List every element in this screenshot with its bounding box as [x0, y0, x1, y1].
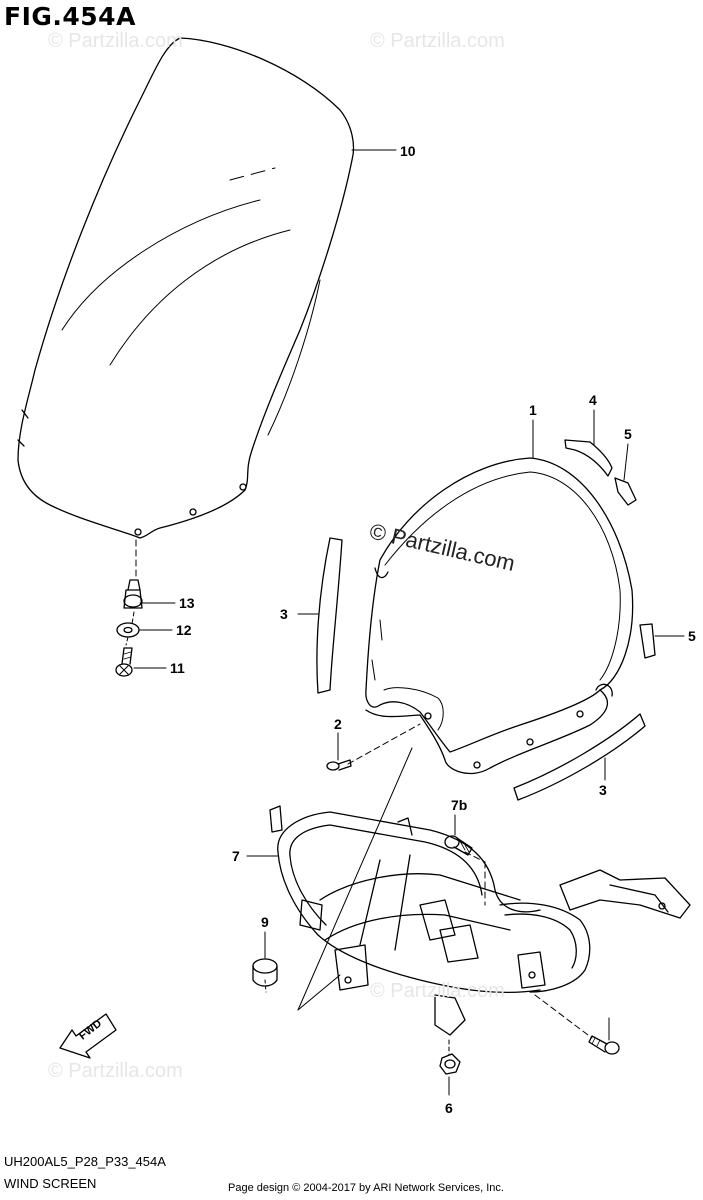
bolt-7-lower[interactable]: [589, 1036, 619, 1054]
leader-lines: [126, 150, 684, 1095]
callout-3-bottom[interactable]: 3: [599, 782, 607, 798]
model-code: UH200AL5_P28_P33_454A: [4, 1154, 166, 1169]
callout-9[interactable]: 9: [261, 914, 269, 930]
callout-5-right[interactable]: 5: [688, 628, 696, 644]
callout-11[interactable]: 11: [170, 660, 185, 676]
figure-title: FIG.454A: [4, 2, 136, 31]
nut-8[interactable]: [440, 1054, 460, 1074]
callout-13[interactable]: 13: [179, 595, 195, 611]
cushion-5-right[interactable]: [640, 624, 655, 658]
windscreen-part[interactable]: [18, 38, 354, 538]
side-trim-strip-3-bottom[interactable]: [514, 714, 645, 800]
callout-5-upper[interactable]: 5: [624, 426, 632, 442]
watermark: © Partzilla.com: [48, 1060, 183, 1082]
callout-6[interactable]: 7: [232, 848, 240, 864]
nut-13[interactable]: [124, 580, 142, 608]
callout-1[interactable]: 1: [529, 402, 537, 418]
side-trim-strip-3-left[interactable]: [317, 538, 342, 693]
top-trim-strip-4[interactable]: [565, 440, 612, 476]
fwd-arrow-icon: [60, 1014, 116, 1058]
callout-7-upper[interactable]: 7b: [451, 797, 468, 813]
callout-3-left[interactable]: 3: [280, 606, 288, 622]
watermark: © Partzilla.com: [370, 980, 505, 1002]
section-name: WIND SCREEN: [4, 1176, 97, 1191]
screw-2[interactable]: [327, 760, 351, 770]
washer-12[interactable]: [117, 623, 139, 637]
callout-10[interactable]: 10: [400, 143, 416, 159]
cushion-5-upper[interactable]: [615, 478, 636, 505]
callout-12[interactable]: 12: [176, 622, 192, 638]
screen-bracket-part[interactable]: [270, 806, 690, 1035]
callout-2[interactable]: 2: [334, 716, 342, 732]
page-credit: Page design © 2004-2017 by ARI Network S…: [228, 1182, 504, 1194]
screw-11[interactable]: [116, 648, 132, 676]
callout-8[interactable]: 6: [445, 1100, 453, 1116]
watermark: © Partzilla.com: [370, 30, 505, 52]
callout-4[interactable]: 4: [589, 392, 597, 408]
watermark: © Partzilla.com: [48, 30, 183, 52]
bolt-7-upper[interactable]: [445, 836, 472, 855]
front-cover-part[interactable]: [366, 458, 633, 773]
